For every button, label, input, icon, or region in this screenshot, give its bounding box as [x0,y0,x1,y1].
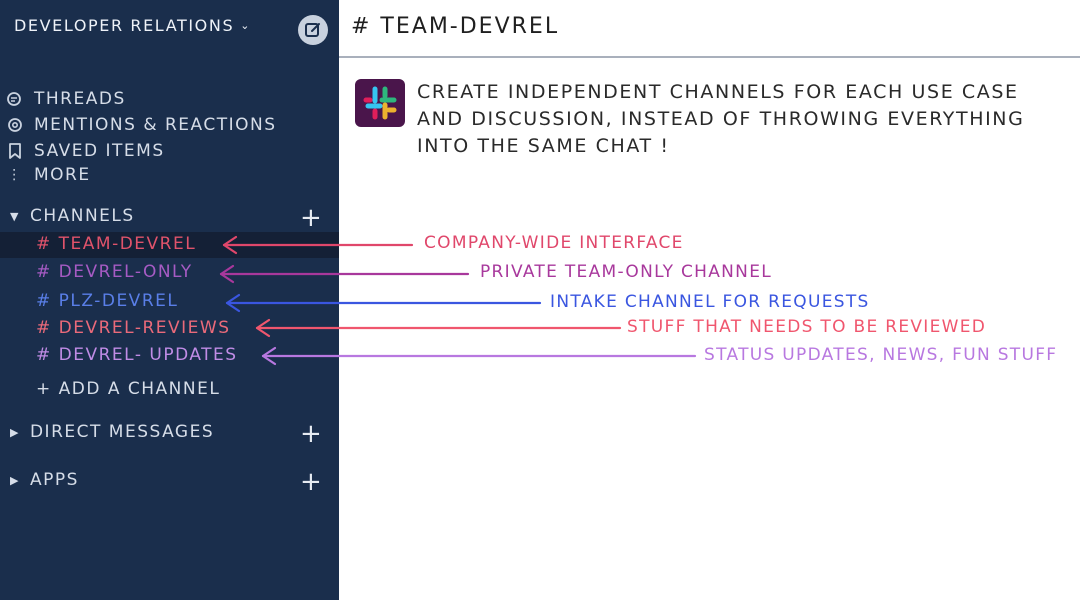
nav-saved-label: Saved Items [34,141,165,161]
sidebar: Developer Relations ⌄ Threads Mentions &… [0,0,339,600]
annotation-devrel-updates: Status updates, news, fun stuff [704,345,1058,365]
threads-icon [6,91,24,107]
workspace-name: Developer Relations [14,16,235,35]
workspace-switcher[interactable]: Developer Relations ⌄ [14,16,251,35]
nav-more[interactable]: ⋮ More [6,165,91,185]
add-channel-link[interactable]: + Add a channel [36,379,221,399]
arrow-devrel-reviews [255,318,622,338]
channel-plz-devrel[interactable]: # plz-devrel [36,291,179,311]
arrow-devrel-updates [261,346,697,366]
bookmark-icon [6,143,24,159]
annotation-plz-devrel: Intake channel for requests [550,292,870,312]
sidebar-header: Developer Relations ⌄ [0,0,339,58]
nav-threads[interactable]: Threads [6,89,126,109]
channel-team-devrel[interactable]: # team-devrel [36,234,197,254]
apps-section-toggle[interactable]: ▶ Apps [10,470,79,490]
channel-devrel-only[interactable]: # devrel-only [36,262,193,282]
apps-label: Apps [29,470,79,490]
arrow-devrel-only [219,264,470,284]
compose-button[interactable] [298,15,328,45]
at-icon [6,117,24,133]
compose-icon [305,23,320,37]
add-channel-plus-button[interactable]: + [300,203,324,233]
intro-message: Create independent channels for each use… [417,81,1025,157]
add-app-button[interactable]: + [300,467,324,497]
nav-threads-label: Threads [34,89,126,109]
channels-section-toggle[interactable]: ▼ Channels [10,206,135,226]
nav-more-label: More [34,165,91,185]
arrow-plz-devrel [225,293,542,313]
annotation-devrel-reviews: Stuff that needs to be reviewed [627,317,987,337]
nav-saved-items[interactable]: Saved Items [6,141,165,161]
caret-right-icon: ▶ [10,473,20,487]
channels-section-label: Channels [29,206,135,226]
annotation-team-devrel: Company-wide interface [424,233,684,253]
channel-devrel-reviews[interactable]: # devrel-reviews [36,318,231,338]
channel-devrel-updates[interactable]: # devrel- updates [36,345,238,365]
caret-down-icon: ▼ [10,209,20,223]
slack-logo-icon [355,79,405,127]
nav-mentions[interactable]: Mentions & Reactions [6,115,277,135]
vertical-dots-icon: ⋮ [7,167,23,183]
chevron-down-icon: ⌄ [240,19,252,32]
channel-title: # team-devrel [351,14,560,39]
direct-messages-section-toggle[interactable]: ▶ Direct Messages [10,422,214,442]
nav-mentions-label: Mentions & Reactions [34,115,277,135]
direct-messages-label: Direct Messages [29,422,215,442]
channel-header: # team-devrel [339,0,1080,58]
add-direct-message-button[interactable]: + [300,419,324,449]
arrow-team-devrel [222,235,414,255]
annotation-devrel-only: Private team-only channel [480,262,773,282]
caret-right-icon: ▶ [10,425,20,439]
